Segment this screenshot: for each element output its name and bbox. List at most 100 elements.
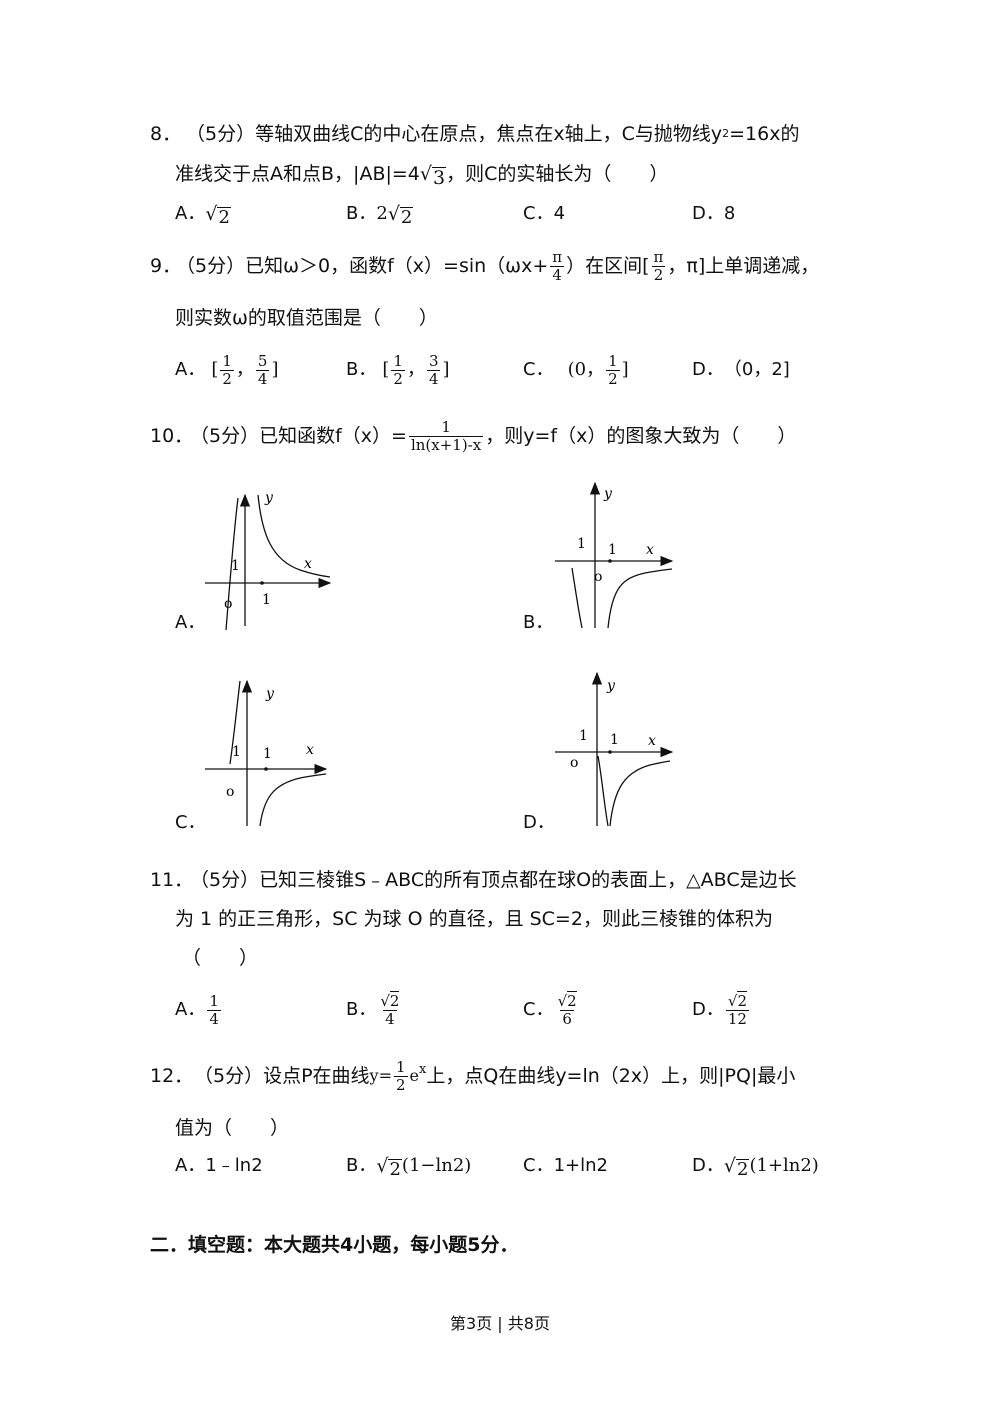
option-value: 4 [553,203,566,224]
option-label: A． [175,359,206,380]
tick-1-x: 1 [262,592,271,608]
q11-line2: 为 1 的正三角形，SC 为球 O 的直径，且 SC=2，则此三棱锥的体积为 [175,908,773,930]
q9-text-a: （5分）已知ω＞0，函数f（x）=sin（ωx+ [176,255,549,277]
graph-d-label: D． [523,812,555,833]
q12-option-a[interactable]: A． 1﹣ln2 [175,1152,263,1180]
q8-option-c[interactable]: C． 4 [523,200,565,228]
q8-option-b[interactable]: B． 2 √2 [346,200,414,228]
option-tail: (1+ln2) [749,1155,819,1176]
y-label: y [264,490,274,506]
origin-label: o [594,569,602,585]
section-heading: 二．填空题：本大题共4小题，每小题5分． [150,1234,519,1256]
option-label: C． [523,203,554,224]
graph-d[interactable]: y x 1 1 o [550,668,680,828]
option-value: （0，2] [723,359,790,380]
q8-text2b: |AB|=4 [353,163,420,185]
option-label: B． [346,359,377,380]
sqrt: √2 [723,1155,750,1180]
q9-line2: 则实数ω的取值范围是（ ） [175,307,438,329]
option-label: D． [692,203,724,224]
q11-number: 11． [150,869,194,891]
option-label: C． [523,359,554,380]
q10-text-a: （5分）已知函数f（x）= [190,425,407,447]
q9-option-d[interactable]: D． （0，2] [692,350,790,390]
q11-line3: （ ） [182,947,259,969]
option-label: D． [692,359,724,380]
bracket: [ [382,359,390,380]
q11-line1: 11． （5分）已知三棱锥S﹣ABC的所有顶点都在球O的表面上，△ABC是边长 [150,866,797,894]
x-label: x [648,733,656,749]
graph-a[interactable]: y x 1 1 o [200,490,340,630]
coef: 2 [376,203,388,224]
sep: ， [235,359,254,380]
tick-1-y: 1 [231,558,240,574]
bracket: [ [211,359,219,380]
q9-number: 9． [150,255,182,277]
q9-text-c: ，π]上单调递减， [667,255,820,277]
tick-1-y: 1 [232,744,241,760]
bracket: ] [621,359,629,380]
graph-c[interactable]: y x 1 1 o [200,676,340,828]
tick-1-x: 1 [608,542,617,558]
q12-option-c[interactable]: C． 1+ln2 [523,1152,608,1180]
sep: ， [406,359,425,380]
q12-option-d[interactable]: D． √2 (1+ln2) [692,1152,819,1180]
q9-text-b: ）在区间[ [566,255,650,277]
q10-text-b: ，则y=f（x）的图象大致为（ ） [485,425,797,447]
option-value: 1+ln2 [553,1155,608,1176]
x-label: x [306,742,314,758]
curve-left [597,755,609,827]
q12-y-eq: y= [369,1066,392,1085]
q12-e: e [409,1066,420,1085]
graph-a-label: A． [175,612,206,633]
curve-left [225,497,239,630]
q12-option-b[interactable]: B． √2 (1−ln2) [346,1152,471,1180]
curve-right [609,760,671,827]
option-label: B． [346,203,377,224]
option-label: B． [346,1155,377,1176]
tick-1-y: 1 [577,536,586,552]
q12-text-b: 上，点Q在曲线y=ln（2x）上，则|PQ|最小 [426,1065,796,1087]
bracket: ] [442,359,450,380]
option-label: C． [523,1155,554,1176]
q8-text1: （5分）等轴双曲线C的中心在原点，焦点在x轴上，C与抛物线y [186,123,723,145]
q8-option-a[interactable]: A． √2 [175,200,231,228]
curve-left [571,567,583,629]
tick-1-x: 1 [263,746,272,762]
q12-e-sup: x [419,1062,427,1077]
curve-left [229,680,241,765]
q8-sup: 2 [722,127,730,140]
q8-option-d[interactable]: D． 8 [692,200,735,228]
option-tail: (1−ln2) [401,1155,472,1176]
option-label: D． [692,999,724,1020]
q10-number: 10． [150,425,194,447]
x-label: x [646,542,654,558]
origin-label: o [570,755,578,771]
y-label: y [603,486,613,502]
option-label: A． [175,1155,206,1176]
option-label: C． [523,999,554,1020]
sqrt: √2 [376,1155,402,1180]
y-label: y [606,678,616,694]
x-label: x [304,556,312,572]
option-label: A． [175,203,206,224]
curve-right [259,773,327,827]
graph-b[interactable]: y x 1 1 o [550,478,680,630]
q8-number: 8． [150,123,182,145]
